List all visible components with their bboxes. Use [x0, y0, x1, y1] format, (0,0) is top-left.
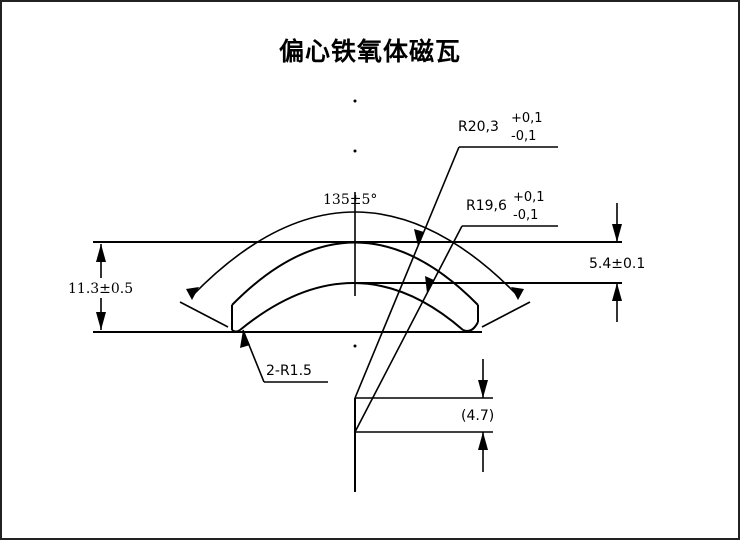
eccentricity-dimension: (4.7) — [354, 359, 494, 492]
center-axis — [353, 99, 357, 348]
angle-dimension: 135±5° — [179, 192, 531, 328]
extension-lines — [93, 241, 622, 333]
inner-radius-tol-plus: +0,1 — [513, 190, 545, 205]
arrow-down-icon — [96, 312, 106, 330]
thickness-label: 5.4±0.1 — [589, 256, 645, 272]
arrow-up-icon — [612, 283, 622, 301]
outer-radius-tol-plus: +0,1 — [511, 111, 543, 126]
outer-radius-tol-minus: -0,1 — [511, 129, 536, 144]
inner-radius-tol-minus: -0,1 — [513, 208, 538, 223]
eccentricity-label: (4.7) — [461, 408, 494, 424]
height-dimension: 11.3±0.5 — [68, 244, 133, 330]
outer-radius-label: R20,3 — [458, 119, 499, 135]
drawing-title: 偏心铁氧体磁瓦 — [278, 37, 461, 66]
height-label: 11.3±0.5 — [68, 281, 133, 297]
outer-radius-leader: R20,3 +0,1 -0,1 — [354, 111, 558, 399]
arrow-down-icon — [612, 224, 622, 242]
thickness-dimension: 5.4±0.1 — [589, 203, 645, 322]
arrow-icon — [425, 276, 434, 293]
arrow-up-icon — [96, 244, 106, 262]
arrow-icon — [240, 330, 250, 348]
arrow-up-icon — [478, 432, 488, 450]
inner-radius-leader: R19,6 +0,1 -0,1 — [354, 190, 558, 433]
arrow-icon — [186, 287, 199, 300]
angle-label: 135±5° — [323, 192, 377, 208]
arrow-icon — [511, 287, 524, 300]
magnet-tile-outline — [231, 241, 479, 333]
arrow-icon — [414, 229, 424, 246]
inner-radius-label: R19,6 — [466, 198, 507, 214]
arrow-down-icon — [478, 380, 488, 398]
corner-radius-label: 2-R1.5 — [266, 363, 312, 379]
corner-radius-leader: 2-R1.5 — [240, 329, 328, 383]
